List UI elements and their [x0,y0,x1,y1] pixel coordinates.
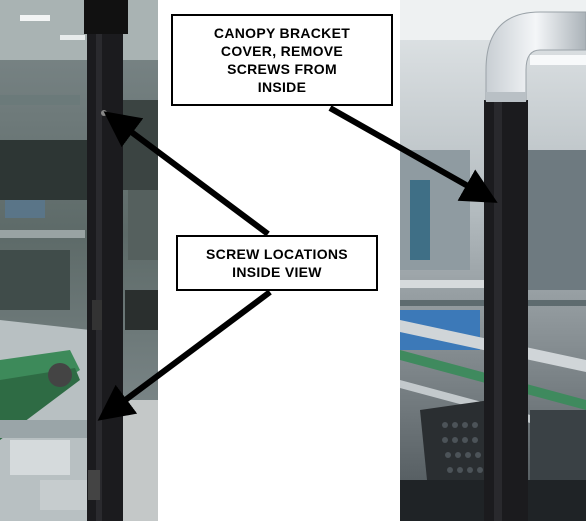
callout-screw-locations: SCREW LOCATIONS INSIDE VIEW [176,235,378,291]
right-photo-graphic [400,0,586,521]
callout-canopy-line-1: CANOPY BRACKET [213,25,351,41]
right-photo-outside-view [400,0,586,521]
callout-screw-line-2: INSIDE VIEW [232,264,322,280]
left-photo-inside-view [0,0,158,521]
callout-canopy-bracket: CANOPY BRACKET COVER, REMOVE SCREWS FROM… [171,14,393,106]
callout-screw-line-1: SCREW LOCATIONS [206,246,348,262]
callout-canopy-line-2: COVER, REMOVE [220,43,344,59]
callout-canopy-line-3: SCREWS FROM [227,61,337,77]
callout-canopy-line-4: INSIDE [257,79,307,95]
left-photo-graphic [0,0,158,521]
